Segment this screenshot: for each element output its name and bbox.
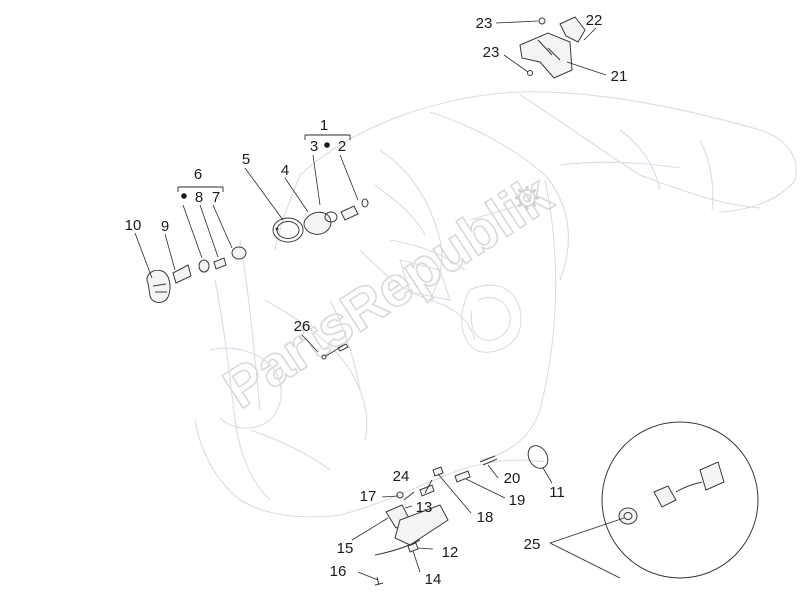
bracket-group-6 [177,186,224,192]
callout-20: 20 [504,470,521,487]
callout-labels: 1 3 2 4 5 6 8 7 10 9 26 23 22 23 21 11 2… [125,12,628,588]
scooter-frame-outline [194,91,797,518]
callout-3: 3 [310,138,318,155]
callout-5: 5 [242,151,250,168]
callout-21: 21 [611,68,628,85]
callout-2: 2 [338,138,346,155]
callout-19: 19 [509,492,526,509]
callout-1: 1 [320,117,328,134]
callout-22: 22 [586,12,603,29]
part-lock-sleeve [172,264,192,284]
leader-lines [134,20,625,581]
callout-4: 4 [281,162,289,179]
watermark-text: PartsRepublik [212,162,563,420]
part-ignition-lock [146,269,171,303]
callout-25: 25 [524,536,541,553]
callout-24: 24 [393,468,410,485]
callout-18: 18 [477,509,494,526]
part-detail-circle [601,421,759,579]
callout-11: 11 [549,484,565,501]
part-upper-bracket [519,16,586,79]
part-small-hardware [396,455,498,501]
callout-17: 17 [360,488,377,505]
part-switch-body [303,198,369,235]
bracket-group-1 [304,134,351,140]
callout-16: 16 [330,563,347,580]
callout-7: 7 [212,189,220,206]
bullet-dot [181,193,187,199]
callout-6: 6 [194,166,202,183]
callout-23-top: 23 [476,15,493,32]
callout-10: 10 [125,217,142,234]
bullet-dot [324,142,330,148]
part-o-ring [527,445,549,469]
callout-8: 8 [195,189,203,206]
watermark: PartsRepublik [211,161,563,421]
part-stand-assembly [374,504,449,586]
part-lock-cylinder [198,246,247,273]
part-gasket-ring [272,217,304,243]
callout-12: 12 [442,544,459,561]
callout-26: 26 [294,318,311,335]
part-cable [321,343,349,360]
callout-13: 13 [416,499,433,516]
callout-14: 14 [425,571,442,588]
callout-9: 9 [161,218,169,235]
callout-23-bottom: 23 [483,44,500,61]
gear-icon [515,186,539,210]
callout-15: 15 [337,540,354,557]
parts [146,16,759,586]
